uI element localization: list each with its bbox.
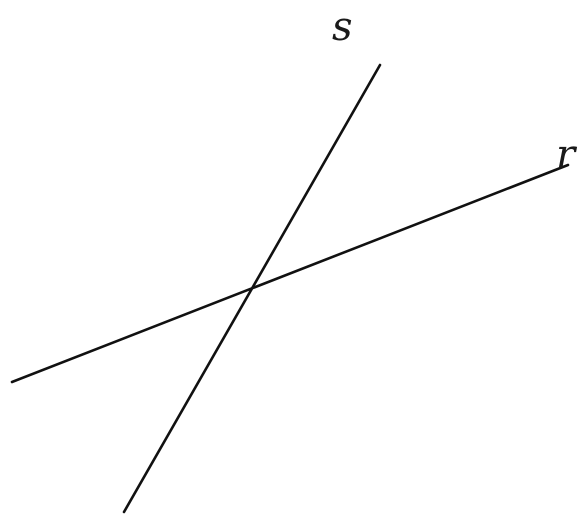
line-s-label: s (332, 4, 353, 50)
line-r (10, 163, 570, 384)
line-r-label: r (556, 132, 578, 178)
